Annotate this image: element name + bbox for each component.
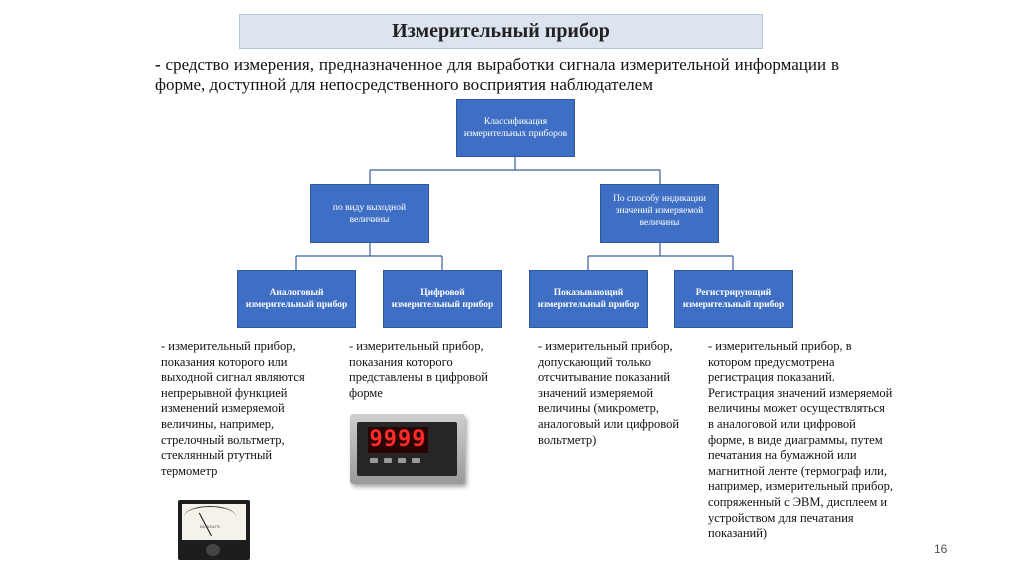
box-digital-instrument: Цифровой измерительный прибор bbox=[383, 270, 502, 328]
meter-button bbox=[370, 458, 378, 463]
box-indicating-instrument: Показывающий измерительный прибор bbox=[529, 270, 648, 328]
meter-label: DC VOLTS bbox=[200, 524, 220, 529]
slide-title: Измерительный прибор bbox=[239, 14, 763, 49]
box-analog-instrument: Аналоговый измерительный прибор bbox=[237, 270, 356, 328]
meter-knob bbox=[206, 544, 220, 556]
definition-dash: - bbox=[155, 55, 161, 74]
box-recording-instrument: Регистрирующий измерительный прибор bbox=[674, 270, 793, 328]
digital-display: 9999 bbox=[368, 427, 428, 453]
definition-body: средство измерения, предназначенное для … bbox=[155, 55, 839, 94]
page-number: 16 bbox=[934, 542, 948, 556]
box-by-output-quantity: по виду выходной величины bbox=[310, 184, 429, 243]
desc-analog: - измерительный прибор, показания которо… bbox=[161, 339, 305, 478]
meter-button bbox=[384, 458, 392, 463]
desc-digital: - измерительный прибор, показания которо… bbox=[349, 339, 488, 400]
definition-text: - средство измерения, предназначенное дл… bbox=[155, 55, 839, 95]
meter-button bbox=[412, 458, 420, 463]
box-by-indication-method: По способу индикации значений измеряемой… bbox=[600, 184, 719, 243]
digital-meter-image: 9999 bbox=[350, 414, 465, 484]
desc-recording: - измерительный прибор, в котором предус… bbox=[708, 339, 893, 541]
meter-button bbox=[398, 458, 406, 463]
root-classification-box: Классификация измерительных приборов bbox=[456, 99, 575, 157]
desc-indicating: - измерительный прибор, допускающий толь… bbox=[538, 339, 680, 447]
meter-scale bbox=[184, 506, 236, 527]
analog-voltmeter-image: DC VOLTS bbox=[178, 500, 250, 560]
